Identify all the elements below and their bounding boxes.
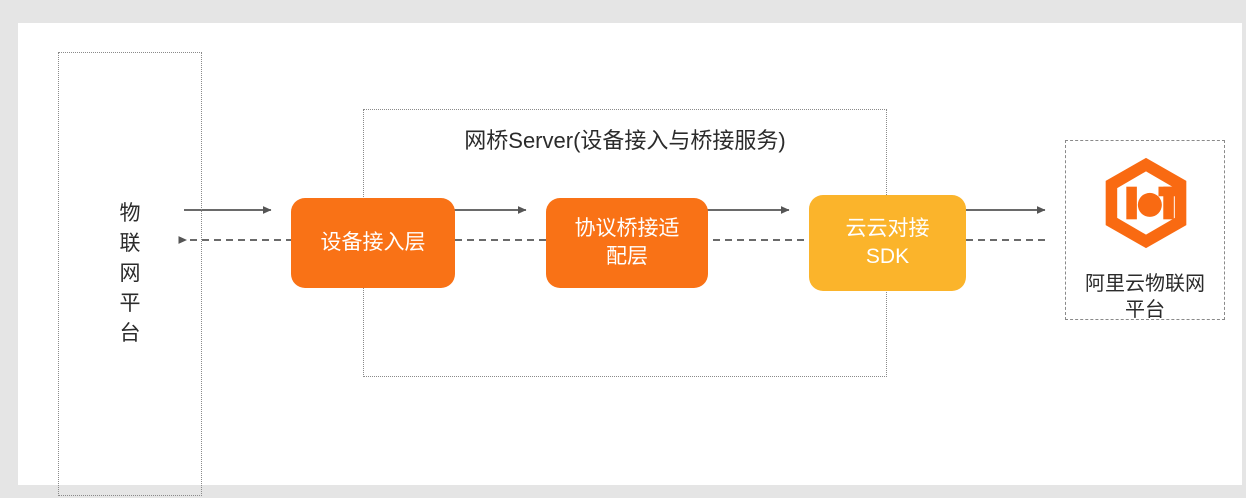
box-device-access-layer[interactable]: 设备接入层 — [291, 198, 455, 288]
box-protocol-bridge-adapter-layer[interactable]: 协议桥接适 配层 — [546, 198, 708, 288]
left-iot-platform-label: 物 联 网 平 台 — [119, 202, 141, 345]
alibaba-cloud-iot-platform-label: 阿里云物联网 平台 — [1085, 273, 1205, 322]
alibaba-cloud-iot-platform-box — [1065, 140, 1225, 320]
bridge-server-title: 网桥Server(设备接入与桥接服务) — [464, 128, 786, 153]
box-cloud-to-cloud-sdk[interactable]: 云云对接 SDK — [809, 195, 966, 291]
alibaba-cloud-iot-logo-icon — [1105, 157, 1187, 249]
diagram-canvas: 物 联 网 平 台 网桥Server(设备接入与桥接服务) 设备接入层 协议桥接… — [18, 23, 1242, 496]
left-iot-platform-box: 物 联 网 平 台 — [58, 52, 202, 496]
